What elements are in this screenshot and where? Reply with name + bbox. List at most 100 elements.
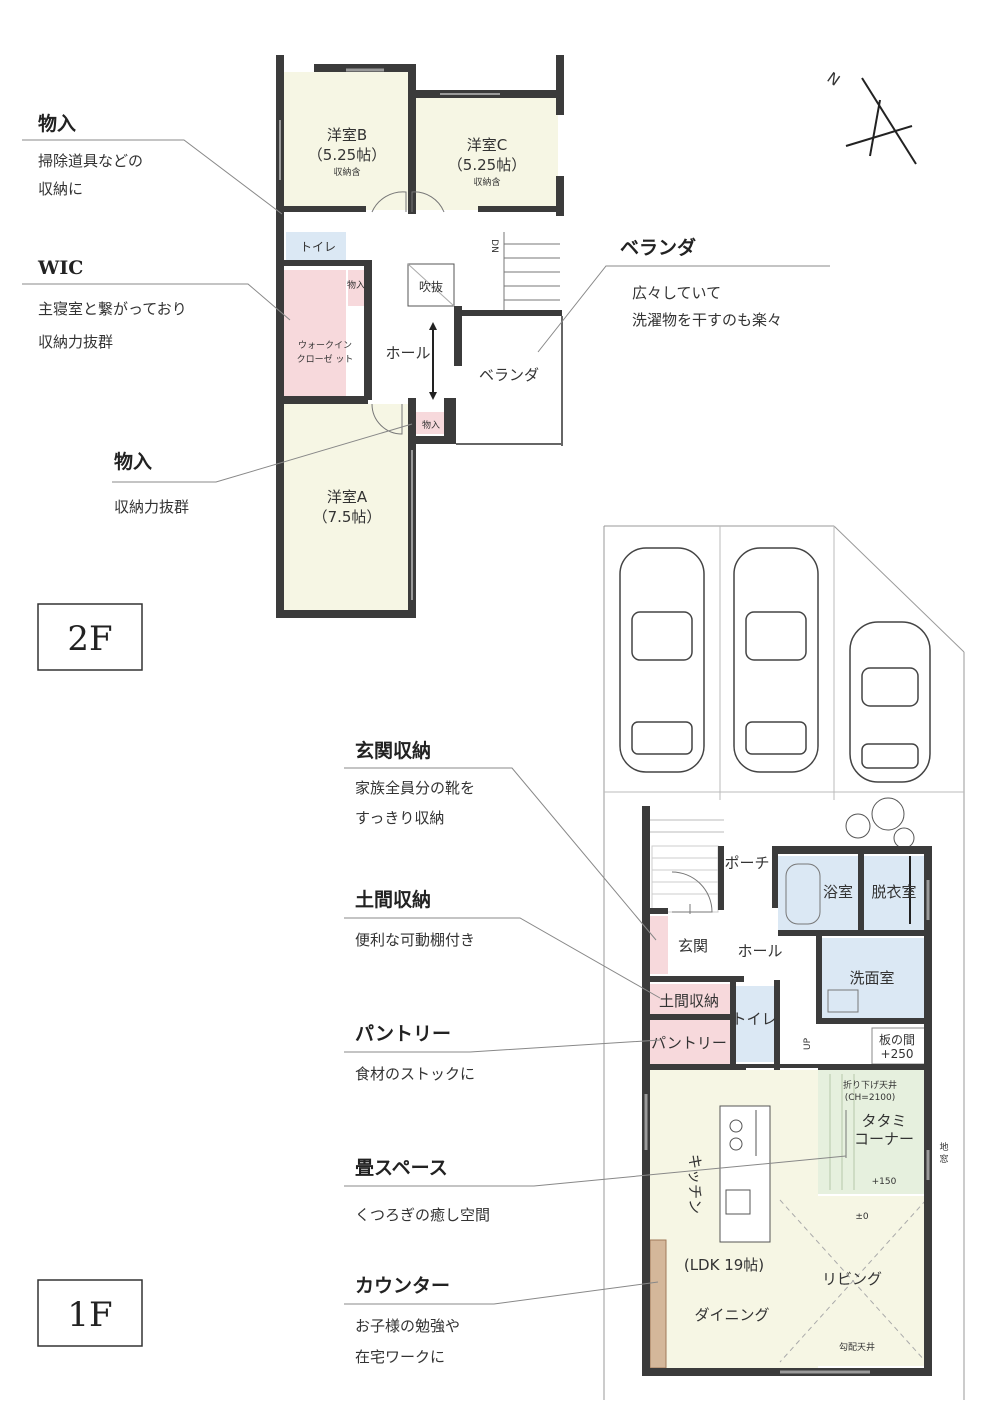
floor-2-plan [276, 55, 564, 618]
floor-1-plan [603, 525, 965, 1400]
toilet-1f-fill [736, 986, 774, 1062]
callout-title: 玄関収納 [355, 739, 431, 762]
callout-storage-cleaning: 物入 掃除道具などの 収納に [22, 112, 283, 215]
callout-wic: WIC 主寝室と繋がっており 収納力抜群 [22, 257, 291, 351]
balcony-label: ベランダ [479, 366, 539, 384]
room-c-name: 洋室C [467, 136, 507, 154]
room-a-size: （7.5帖） [313, 508, 382, 526]
wic-fill [284, 270, 346, 398]
wic-storage-fill [348, 270, 364, 306]
wic-label-line2: クローゼ ット [297, 353, 354, 365]
compass-north-label: N [824, 69, 844, 90]
washroom-fill [822, 938, 926, 1018]
kitchen-sink-icon [725, 1189, 751, 1215]
ldk-label: (LDK 19帖) [684, 1256, 764, 1274]
wic-label-line1: ウォークイン [298, 340, 352, 351]
callout-pantry: パントリー 食材のストックに [344, 1023, 661, 1083]
dressing-fill [864, 856, 926, 932]
slope-ceiling-label: 勾配天井 [839, 1341, 875, 1353]
floor-label-1f-text: 1F [67, 1295, 112, 1335]
board-room-label: 板の間 [879, 1033, 915, 1047]
callout-line: 家族全員分の靴を [355, 779, 475, 797]
sink-icon [827, 989, 859, 1013]
study-counter [649, 1239, 667, 1369]
wic-storage-label: 物入 [347, 279, 365, 291]
callout-line: 収納力抜群 [114, 498, 189, 516]
entrance-tile [651, 845, 719, 913]
car-icon [849, 621, 931, 783]
living-level: ±0 [855, 1212, 869, 1222]
callout-title: ベランダ [620, 236, 696, 259]
room-b-fill [284, 72, 410, 210]
pantry-fill [650, 1020, 730, 1064]
car-icon [619, 547, 705, 773]
room-b-name: 洋室B [327, 126, 367, 144]
callout-storage-hall: 物入 収納力抜群 [112, 423, 413, 516]
hall-storage-label: 物入 [422, 419, 440, 431]
toilet-2f-label: トイレ [300, 240, 336, 254]
ceiling-note-1: 折り下げ天井 [843, 1079, 897, 1091]
room-a-fill [284, 404, 408, 610]
toilet-2f-fill [286, 232, 346, 260]
living-fill [776, 1196, 928, 1366]
callout-title: 物入 [38, 112, 76, 135]
kitchen-island [719, 1105, 771, 1243]
callout-title: WIC [37, 257, 83, 279]
stairs-dn-label: DN [489, 239, 499, 253]
callout-balcony: ベランダ 広々していて 洗濯物を干すのも楽々 [537, 236, 830, 353]
compass-icon: N [824, 69, 917, 165]
entrance-label: 玄関 [678, 937, 708, 955]
tatami-label-1: タタミ [861, 1112, 906, 1130]
car-icon [733, 547, 819, 773]
room-c-fill [416, 98, 558, 210]
floor-label-2f-text: 2F [67, 619, 112, 659]
room-a-name: 洋室A [327, 488, 368, 506]
tatami-label-2: コーナー [854, 1130, 914, 1148]
kitchen-label: キッチン [686, 1154, 704, 1214]
callout-counter: カウンター お子様の勉強や 在宅ワークに [344, 1275, 659, 1366]
void-box [407, 263, 455, 307]
living-label: リビング [822, 1270, 882, 1288]
callout-line: 広々していて [632, 284, 721, 302]
room-b-note: 収納含 [333, 166, 360, 178]
callout-line: すっきり収納 [355, 809, 444, 827]
floor-window-label-2: 窓 [939, 1153, 948, 1165]
hall-storage-fill [416, 412, 444, 434]
callout-title: 畳スペース [355, 1157, 448, 1179]
bathtub-icon [785, 863, 821, 925]
doma-storage-label: 土間収納 [659, 992, 719, 1010]
callout-line: 収納力抜群 [38, 333, 113, 351]
callout-title: カウンター [355, 1275, 450, 1297]
tatami-level: +150 [872, 1177, 897, 1187]
washroom-label: 洗面室 [849, 969, 894, 987]
callout-line: くつろぎの癒し空間 [355, 1206, 490, 1224]
floor-window-label-1: 地 [939, 1141, 948, 1153]
callout-line: お子様の勉強や [355, 1317, 460, 1335]
callout-title: 物入 [114, 450, 152, 473]
callout-title: 土間収納 [355, 888, 431, 911]
callout-line: 食材のストックに [355, 1065, 475, 1083]
callout-entrance-storage: 玄関収納 家族全員分の靴を すっきり収納 [344, 739, 657, 941]
doma-storage-fill [650, 984, 730, 1014]
hall-2f-label: ホール [385, 344, 430, 362]
tree-icon [845, 797, 915, 849]
toilet-1f-label: トイレ [731, 1010, 776, 1028]
callout-line: 在宅ワークに [355, 1348, 445, 1366]
stairs-2f [503, 232, 560, 316]
board-room-box [871, 1027, 929, 1065]
dining-label: ダイニング [694, 1306, 769, 1324]
callout-title: パントリー [355, 1023, 451, 1045]
callout-doma-storage: 土間収納 便利な可動棚付き [344, 888, 661, 999]
bath-label: 浴室 [823, 883, 853, 901]
pantry-label: パントリー [651, 1034, 727, 1052]
ceiling-note-2: (CH=2100) [845, 1093, 896, 1103]
stairs-up-label: UP [803, 1037, 813, 1050]
callout-tatami-space: 畳スペース くつろぎの癒し空間 [344, 1155, 847, 1224]
dressing-label: 脱衣室 [871, 883, 916, 901]
callout-line: 洗濯物を干すのも楽々 [632, 311, 782, 329]
callout-line: 掃除道具などの [38, 152, 143, 170]
floor-label-1f: 1F [37, 1279, 143, 1347]
entrance-storage-fill [650, 916, 668, 974]
board-room-level: +250 [881, 1047, 914, 1061]
